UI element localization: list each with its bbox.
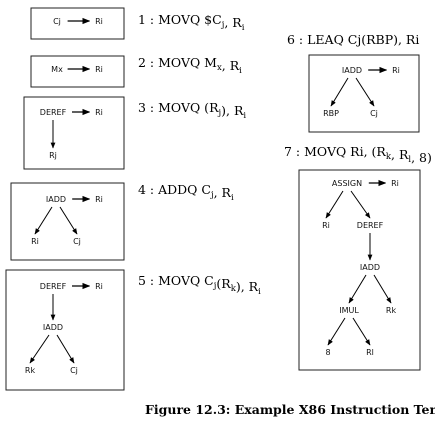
tree-node: DEREF — [357, 221, 384, 230]
label-subscript: k — [386, 152, 392, 162]
label-subscript: j — [217, 108, 221, 118]
label-text: , R — [222, 58, 240, 73]
tree-edge — [29, 334, 50, 364]
tree-node: Rk — [386, 306, 397, 315]
label-subscript: j — [221, 20, 225, 30]
label-text: , R — [224, 15, 242, 30]
tree-edge — [348, 274, 367, 304]
tree-node: Ri — [95, 282, 103, 291]
tree-node: Rj — [49, 151, 57, 160]
template-label: 7 : MOVQ Ri, (Rk, Rl, 8) — [284, 144, 432, 165]
template-2: 2 : MOVQ Mx, Ri Mx Ri — [30, 55, 242, 88]
tree-edge — [34, 206, 53, 235]
tree-node: Cj — [73, 237, 81, 246]
tree-edge — [373, 274, 392, 304]
template-frame — [23, 96, 125, 170]
tree-node: IADD — [46, 195, 66, 204]
tree-node: IADD — [342, 66, 362, 75]
tree-node: Ri — [95, 65, 103, 74]
label-text: 6 : LEAQ Cj(RBP), Ri — [287, 32, 419, 47]
label-subscript: i — [243, 111, 246, 121]
label-text: 2 : MOVQ M — [138, 55, 217, 70]
template-frame — [308, 54, 420, 133]
label-subscript: k — [231, 284, 237, 294]
label-text: 1 : MOVQ $C — [138, 12, 222, 27]
tree-node: Rl — [366, 348, 374, 357]
tree-node: 8 — [325, 348, 330, 357]
template-frame — [30, 55, 125, 88]
tree-node: IMUL — [339, 306, 359, 315]
template-1: 1 : MOVQ $Cj, Ri Cj Ri — [30, 7, 245, 40]
label-subscript: j — [213, 281, 217, 291]
template-label: 5 : MOVQ Cj(Rk), Ri — [138, 273, 261, 297]
tree-node: Cj — [53, 17, 61, 26]
template-label: 1 : MOVQ $Cj, Ri — [138, 12, 245, 33]
tree-edge — [350, 190, 371, 219]
tree-node: Mx — [51, 65, 63, 74]
figure-caption: Figure 12.3: Example X86 Instruction Tem… — [145, 402, 435, 417]
label-subscript: i — [242, 23, 245, 33]
template-label: 3 : MOVQ (Rj), Ri — [138, 100, 246, 121]
label-subscript: i — [239, 66, 242, 76]
label-text: , 8) — [411, 150, 432, 165]
label-subscript: i — [258, 287, 261, 297]
tree-edge — [355, 77, 375, 107]
tree-edge — [330, 77, 349, 107]
tree-node: Ri — [322, 221, 330, 230]
label-subscript: x — [217, 63, 222, 73]
label-text: 7 : MOVQ Ri, (R — [284, 144, 386, 159]
label-subscript: l — [408, 155, 411, 165]
label-text: 4 : ADDQ C — [138, 182, 211, 197]
label-text: 3 : MOVQ (R — [138, 100, 219, 115]
label-text: ), R — [221, 103, 244, 118]
template-frame — [5, 269, 125, 391]
tree-node: Ri — [392, 66, 400, 75]
tree-node: Ri — [95, 195, 103, 204]
tree-edge — [59, 206, 78, 235]
tree-node: IADD — [43, 323, 63, 332]
tree-node: Rk — [25, 366, 36, 375]
tree-edge — [56, 334, 75, 364]
tree-node: Ri — [95, 17, 103, 26]
tree-node: Ri — [391, 179, 399, 188]
tree-node: DEREF — [40, 282, 67, 291]
tree-edge — [352, 317, 371, 346]
label-text: ), R — [236, 279, 259, 294]
template-frame — [10, 182, 125, 261]
tree-edge — [325, 190, 344, 219]
template-frame — [298, 169, 421, 371]
template-label: 2 : MOVQ Mx, Ri — [138, 55, 242, 76]
tree-edge — [327, 317, 346, 346]
tree-node: DEREF — [40, 108, 67, 117]
tree-node: Cj — [370, 109, 378, 118]
label-text: 5 : MOVQ C — [138, 273, 214, 288]
template-label: 6 : LEAQ Cj(RBP), Ri — [287, 32, 419, 47]
label-subscript: j — [210, 190, 214, 200]
tree-node: IADD — [360, 263, 380, 272]
template-label: 4 : ADDQ Cj, Ri — [138, 182, 234, 203]
tree-node: ASSIGN — [332, 179, 362, 188]
label-text: (R — [216, 276, 231, 291]
tree-node: Cj — [70, 366, 78, 375]
label-text: , R — [214, 185, 232, 200]
tree-node: RBP — [323, 109, 339, 118]
tree-node: Ri — [95, 108, 103, 117]
template-frame — [30, 7, 125, 40]
label-text: , R — [391, 147, 409, 162]
label-subscript: i — [231, 193, 234, 203]
tree-node: Ri — [31, 237, 39, 246]
